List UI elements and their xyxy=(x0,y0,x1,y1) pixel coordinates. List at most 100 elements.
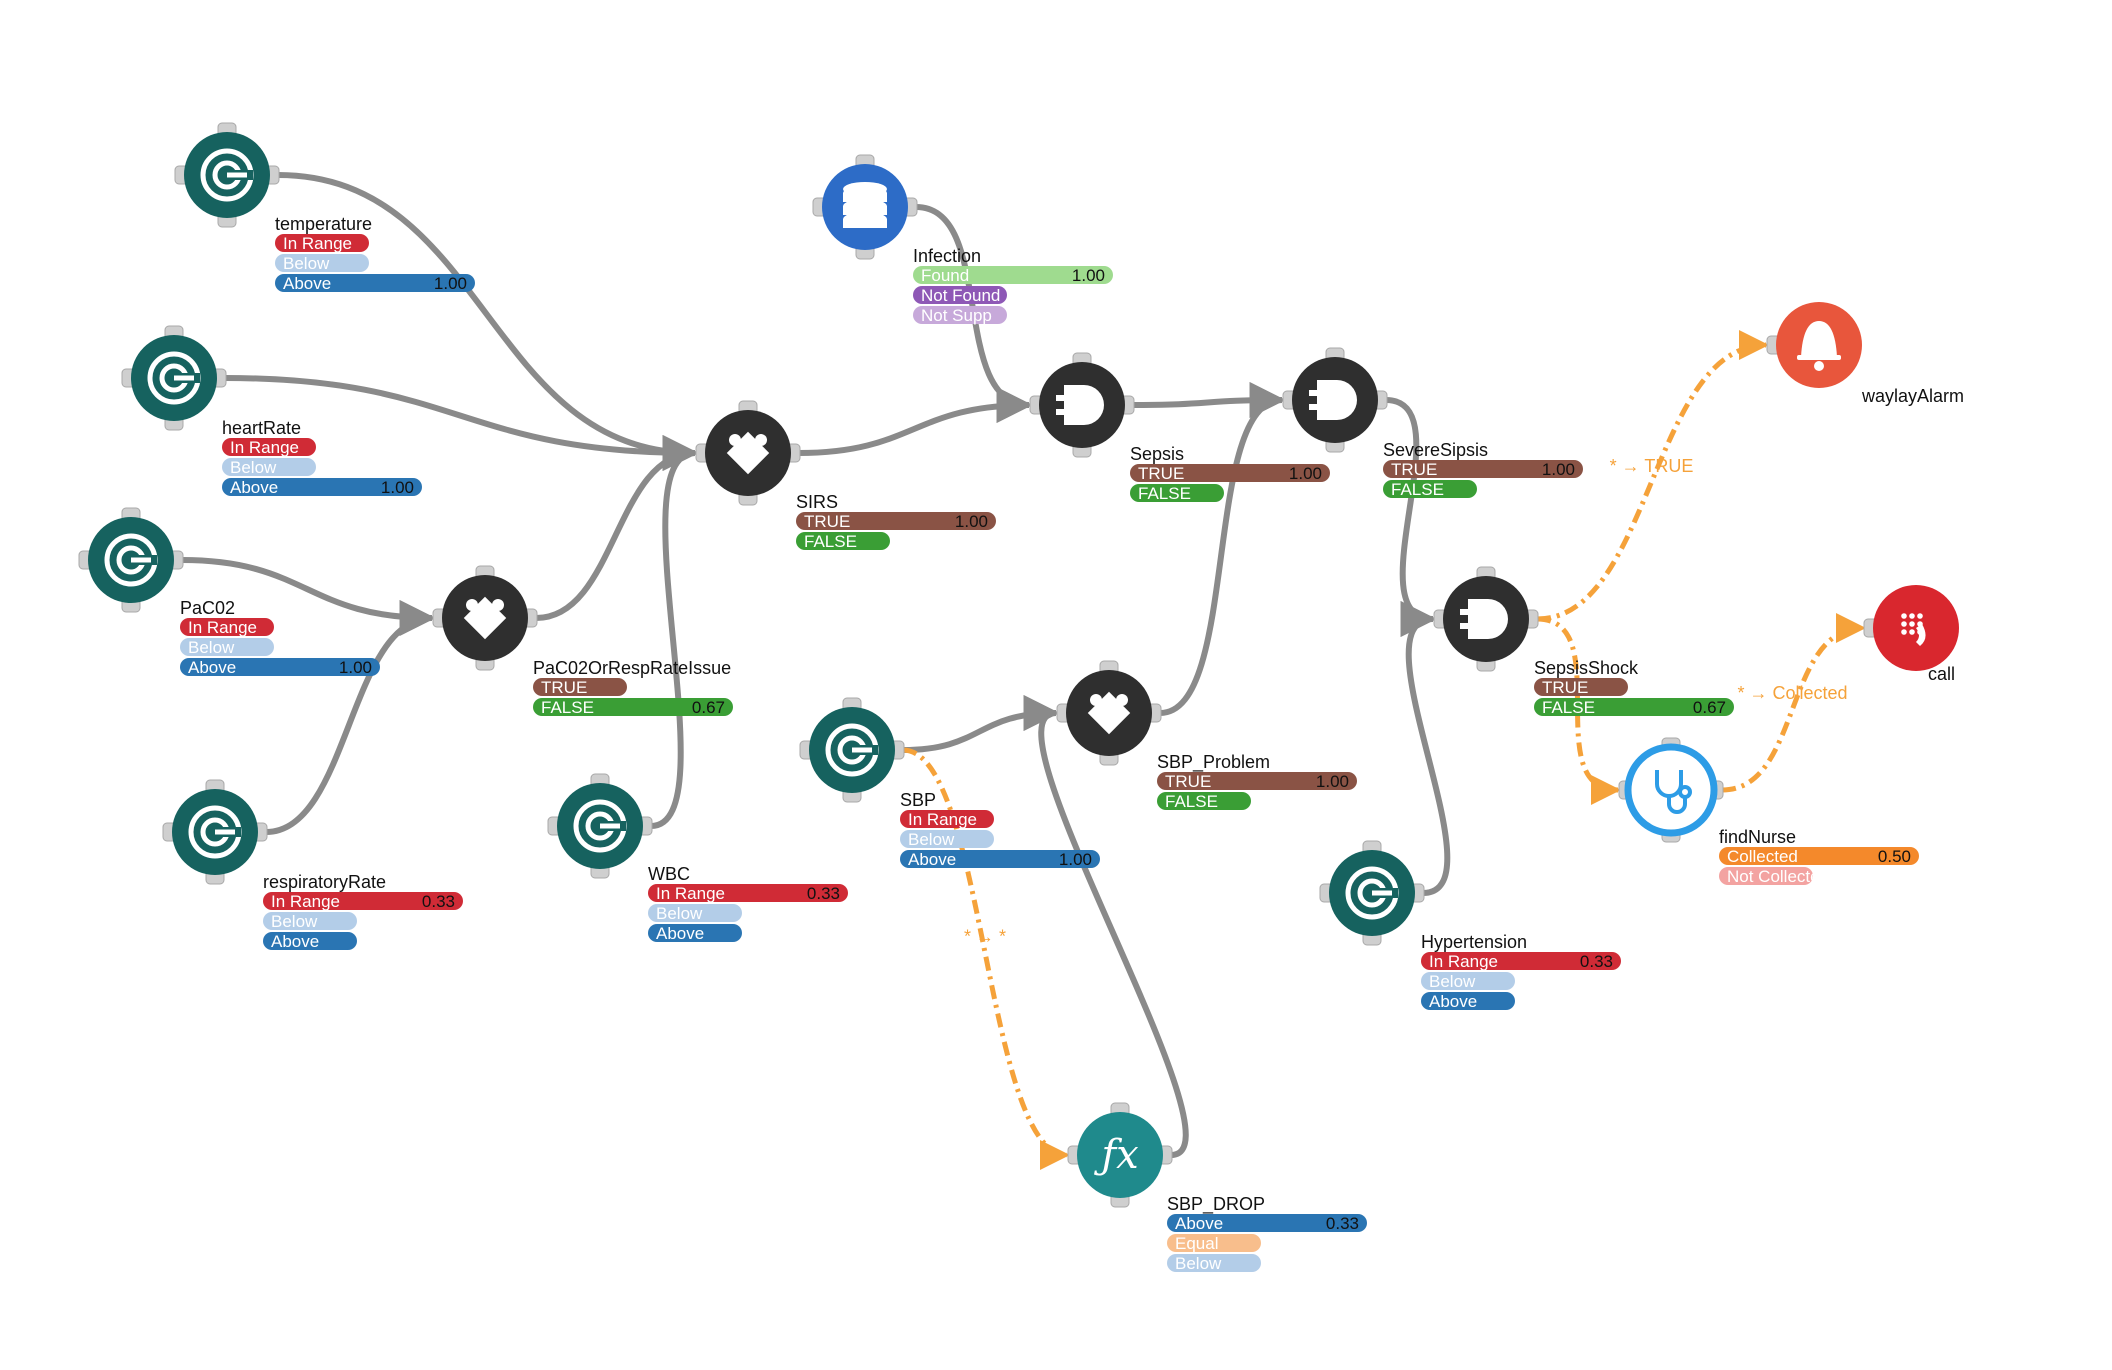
state-probability: 1.00 xyxy=(1289,464,1322,483)
state-label: In Range xyxy=(283,234,352,253)
node-title: Infection xyxy=(913,246,981,266)
edge-heartRate-to-SIRS[interactable] xyxy=(224,375,699,471)
state-label: Not Collected xyxy=(1727,867,1829,886)
state-probability: 0.50 xyxy=(1878,847,1911,866)
state-bar xyxy=(1167,1254,1261,1272)
node-title: temperature xyxy=(275,214,372,234)
state-bar xyxy=(1130,464,1330,482)
state-label: FALSE xyxy=(1165,792,1218,811)
state-label: TRUE xyxy=(1138,464,1184,483)
state-bar xyxy=(913,266,1113,284)
state-probability: 1.00 xyxy=(381,478,414,497)
edge-SBP_Problem-to-SevereSipsis[interactable] xyxy=(1159,382,1286,716)
node-title: SIRS xyxy=(796,492,838,512)
state-bar xyxy=(180,658,380,676)
state-label: Above xyxy=(1175,1214,1223,1233)
state-label: Below xyxy=(1429,972,1476,991)
edge-SBP_DROP-to-SBP_Problem[interactable] xyxy=(1023,695,1189,1158)
state-bar xyxy=(796,532,890,550)
state-probability: 1.00 xyxy=(339,658,372,677)
sensor-gauge-icon xyxy=(200,148,254,202)
state-bar xyxy=(1157,772,1357,790)
state-probability: 1.00 xyxy=(1072,266,1105,285)
edge-SBP-to-SBP_DROP[interactable] xyxy=(902,747,1070,1170)
state-probability: 1.00 xyxy=(1316,772,1349,791)
node-waylayAlarm[interactable]: waylayAlarm xyxy=(1766,302,1964,406)
state-bar xyxy=(1421,972,1515,990)
state-label: Above xyxy=(656,924,704,943)
state-bar xyxy=(275,254,369,272)
state-label: Collected xyxy=(1727,847,1798,866)
edge-respiratoryRate-to-PaC02OrRespRateIssue[interactable] xyxy=(265,600,436,835)
node-call[interactable]: call xyxy=(1863,585,1959,684)
node-title: PaC02 xyxy=(180,598,235,618)
edge-SIRS-to-Sepsis[interactable] xyxy=(798,387,1033,456)
state-probability: 0.33 xyxy=(807,884,840,903)
svg-text:ƒx: ƒx xyxy=(1093,1132,1138,1178)
phone-icon xyxy=(1901,613,1926,646)
state-bar xyxy=(263,912,357,930)
edge-WBC-to-SIRS[interactable] xyxy=(650,435,699,829)
state-label: FALSE xyxy=(1542,698,1595,717)
node-title: waylayAlarm xyxy=(1861,386,1964,406)
state-bar xyxy=(1421,992,1515,1010)
state-bar xyxy=(275,274,475,292)
state-probability: 1.00 xyxy=(434,274,467,293)
state-bar xyxy=(533,678,627,696)
state-bar xyxy=(1719,867,1813,885)
edge-temperature-to-SIRS[interactable] xyxy=(277,172,699,471)
state-label: In Range xyxy=(188,618,257,637)
state-probability: 0.67 xyxy=(1693,698,1726,717)
state-probability: 1.00 xyxy=(955,512,988,531)
state-bar xyxy=(180,618,274,636)
state-bar xyxy=(275,234,369,252)
node-title: WBC xyxy=(648,864,690,884)
state-label: Below xyxy=(908,830,955,849)
state-probability: 1.00 xyxy=(1542,460,1575,479)
state-bar xyxy=(1719,847,1919,865)
bell-icon xyxy=(1797,321,1841,371)
edge-label: * → TRUE xyxy=(1610,456,1694,476)
state-label: Above xyxy=(908,850,956,869)
state-label: FALSE xyxy=(541,698,594,717)
state-label: Below xyxy=(271,912,318,931)
sensor-gauge-icon xyxy=(573,799,627,853)
state-label: TRUE xyxy=(1542,678,1588,697)
state-bar xyxy=(900,830,994,848)
sensor-gauge-icon xyxy=(188,805,242,859)
node-title: SBP xyxy=(900,790,936,810)
state-bar xyxy=(1534,698,1734,716)
edge-PaC02-to-PaC02OrRespRateIssue[interactable] xyxy=(181,557,436,636)
edge-label: * → * xyxy=(964,927,1006,947)
node-title: heartRate xyxy=(222,418,301,438)
sensor-gauge-icon xyxy=(1345,866,1399,920)
state-label: Not Found xyxy=(921,286,1000,305)
state-label: In Range xyxy=(230,438,299,457)
state-label: In Range xyxy=(1429,952,1498,971)
state-bar xyxy=(913,306,1007,324)
state-bar xyxy=(180,638,274,656)
state-label: Above xyxy=(188,658,236,677)
edge-Hypertension-to-SepsisShock[interactable] xyxy=(1400,601,1451,896)
node-title: SevereSipsis xyxy=(1383,440,1488,460)
state-bar xyxy=(1383,460,1583,478)
state-bar xyxy=(648,884,848,902)
edge-label: * → Collected xyxy=(1737,683,1847,703)
